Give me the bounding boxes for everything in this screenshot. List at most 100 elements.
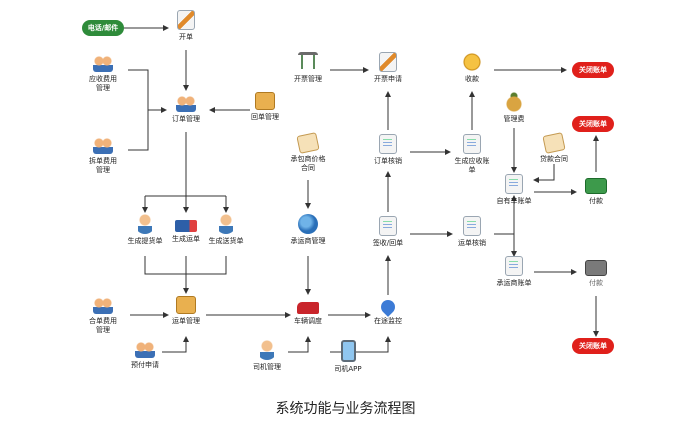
node-invoice-apply: 开票申请: [343, 52, 433, 84]
start-pill-phone-email: 电话/邮件: [82, 20, 124, 36]
node-carrier-bill: 承运商账单: [469, 256, 559, 288]
node-prepay-apply: 预付申请: [100, 338, 190, 370]
money-bag-icon: [504, 92, 524, 112]
node-label: 收款: [465, 75, 479, 83]
node-label-line2: 管理: [96, 166, 110, 174]
contract-icon: [542, 132, 566, 154]
courier-icon: [135, 214, 155, 234]
map-pin-icon: [378, 297, 398, 317]
close-bill-pill-3: 关闭账单: [572, 338, 614, 354]
node-label: 生成应收账: [454, 157, 490, 165]
node-label: 司机APP: [334, 365, 362, 373]
node-invoice-mgmt: 开票管理: [263, 52, 353, 84]
node-gen-pickup: 生成提货单: [100, 214, 190, 246]
node-carrier-mgmt: 承运商管理: [263, 214, 353, 246]
node-driver-app: 司机APP: [303, 340, 393, 374]
workers-icon: [93, 294, 113, 314]
node-label: 生成送货单: [208, 237, 244, 245]
node-driver-mgmt: 司机管理: [222, 340, 312, 372]
node-merge-fee: 合单费用 管理: [58, 294, 148, 335]
node-label: 签收/回单: [372, 239, 404, 247]
node-label: 预付申请: [131, 361, 159, 369]
forklift-workers-icon: [176, 92, 196, 112]
node-label: 回单管理: [251, 113, 279, 121]
box-icon: [255, 92, 275, 110]
clipboard-icon: [379, 216, 397, 236]
node-label-line2: 管理: [96, 326, 110, 334]
node-label: 贷款合同: [540, 155, 568, 163]
node-label: 付款: [589, 279, 603, 287]
node-pay-2: 付款: [551, 256, 641, 288]
van-icon: [297, 302, 319, 314]
node-label: 生成提货单: [127, 237, 163, 245]
node-in-transit: 在途监控: [343, 296, 433, 326]
node-label: 订单管理: [172, 115, 200, 123]
close-bill-pill-2: 关闭账单: [572, 116, 614, 132]
driver-icon: [257, 340, 277, 360]
coin-icon: [462, 52, 482, 72]
node-label: 订单核销: [374, 157, 402, 165]
package-icon: [176, 296, 196, 314]
clipboard-icon: [505, 174, 523, 194]
workers-icon: [93, 52, 113, 72]
node-carrier-contract: 承包商价格 合同: [263, 132, 353, 173]
node-receive-payment: 收款: [427, 52, 517, 84]
node-order-verify: 订单核销: [343, 134, 433, 166]
node-split-fee: 拆单费用 管理: [58, 134, 148, 175]
node-label-line2: 管理: [96, 84, 110, 92]
node-label: 付款: [589, 197, 603, 205]
contract-icon: [296, 132, 320, 154]
diagram-caption: 系统功能与业务流程图: [275, 401, 416, 417]
node-label: 承运商账单: [496, 279, 532, 287]
node-mgmt-fee: 管理费: [469, 92, 559, 124]
node-label: 开票管理: [294, 75, 322, 83]
node-label: 运单核销: [458, 239, 486, 247]
desk-icon: [298, 52, 318, 72]
node-gen-waybill: 生成运单: [141, 214, 231, 244]
checklist-icon: [379, 52, 397, 72]
clipboard-icon: [505, 256, 523, 276]
node-label: 承运商管理: [290, 237, 326, 245]
node-vehicle-dispatch: 车辆调度: [263, 296, 353, 326]
node-label: 开票申请: [374, 75, 402, 83]
edge-loan-ownbill: [533, 164, 555, 183]
globe-person-icon: [298, 214, 318, 234]
node-label: 运单管理: [172, 317, 200, 325]
edge-prepay-waybill: [162, 336, 189, 353]
invoice-icon: [463, 134, 481, 154]
close-bill-pill-1: 关闭账单: [572, 62, 614, 78]
workers-icon: [93, 134, 113, 154]
node-loan-contract: 贷款合同: [509, 132, 599, 164]
node-label: 管理费: [503, 115, 525, 123]
node-label: 司机管理: [253, 363, 281, 371]
node-receivable-fee: 应收费用 管理: [58, 52, 148, 93]
node-gen-receivable: 生成应收账 单: [427, 134, 517, 175]
invoice-icon: [463, 216, 481, 236]
node-gen-delivery: 生成送货单: [181, 214, 271, 246]
node-waybill-mgmt: 运单管理: [141, 296, 231, 326]
cash-icon: [585, 260, 607, 276]
document-icon: [379, 134, 397, 154]
node-label: 承包商价格: [290, 155, 326, 163]
delivery-man-icon: [216, 214, 236, 234]
node-label: 在途监控: [374, 317, 402, 325]
node-label-line2: 合同: [301, 164, 315, 172]
node-waybill-verify: 运单核销: [427, 216, 517, 248]
node-label: 车辆调度: [294, 317, 322, 325]
node-label: 开单: [179, 33, 193, 41]
node-label: 自有车账单: [496, 197, 532, 205]
node-own-vehicle-bill: 自有车账单: [469, 174, 559, 206]
node-pay-1: 付款: [551, 174, 641, 206]
node-order-mgmt: 订单管理: [141, 92, 231, 124]
truck-icon: [175, 220, 197, 232]
node-return-order: 回单管理: [220, 92, 310, 122]
edit-doc-icon: [177, 10, 195, 30]
node-label: 拆单费用: [89, 157, 117, 165]
phone-icon: [340, 340, 356, 362]
node-label: 合单费用: [89, 317, 117, 325]
node-label: 生成运单: [172, 235, 200, 243]
edge-driver-dispatch: [288, 336, 311, 353]
workers-icon: [135, 338, 155, 358]
